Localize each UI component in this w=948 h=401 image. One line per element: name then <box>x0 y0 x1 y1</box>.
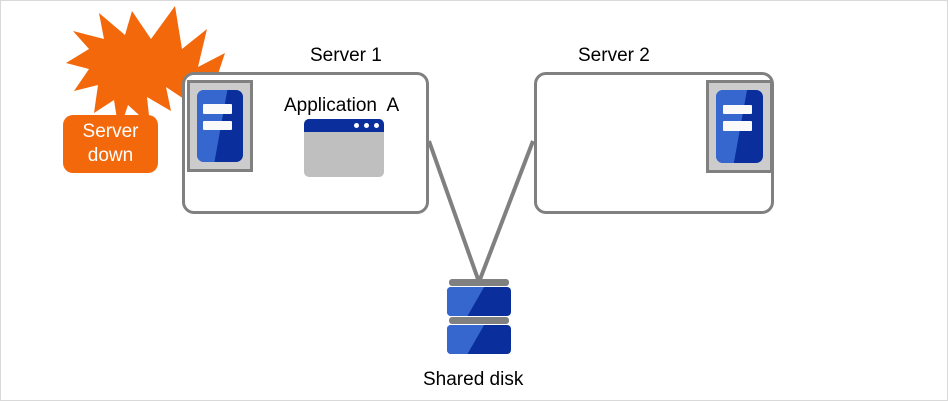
disk-platter <box>447 287 511 316</box>
server-down-status-badge: Server down <box>63 115 158 173</box>
window-dot-icon <box>354 123 359 128</box>
window-dot-icon <box>374 123 379 128</box>
shared-disk-icon <box>447 279 511 361</box>
server-icon-bar <box>203 120 232 131</box>
disk-platter <box>447 325 511 354</box>
window-dot-icon <box>364 123 369 128</box>
disk-ridge <box>449 317 509 324</box>
application-window-icon <box>304 119 384 177</box>
server-down-line1: Server <box>82 121 139 142</box>
server1-label: Server 1 <box>310 45 382 66</box>
server1-machine-icon <box>187 80 253 172</box>
connector-server2-to-disk <box>477 140 535 283</box>
server-icon-bar <box>722 104 752 115</box>
connector-server1-to-disk <box>427 140 481 283</box>
shared-disk-label: Shared disk <box>423 369 524 390</box>
server-down-line2: down <box>87 145 134 166</box>
application-a-label: Application A <box>284 95 400 116</box>
server-icon-bar <box>722 121 752 131</box>
server-icon-bar <box>203 104 232 114</box>
server2-machine-icon <box>706 80 773 173</box>
application-window-titlebar <box>304 119 384 132</box>
disk-ridge <box>449 279 509 286</box>
server2-label: Server 2 <box>578 45 650 66</box>
